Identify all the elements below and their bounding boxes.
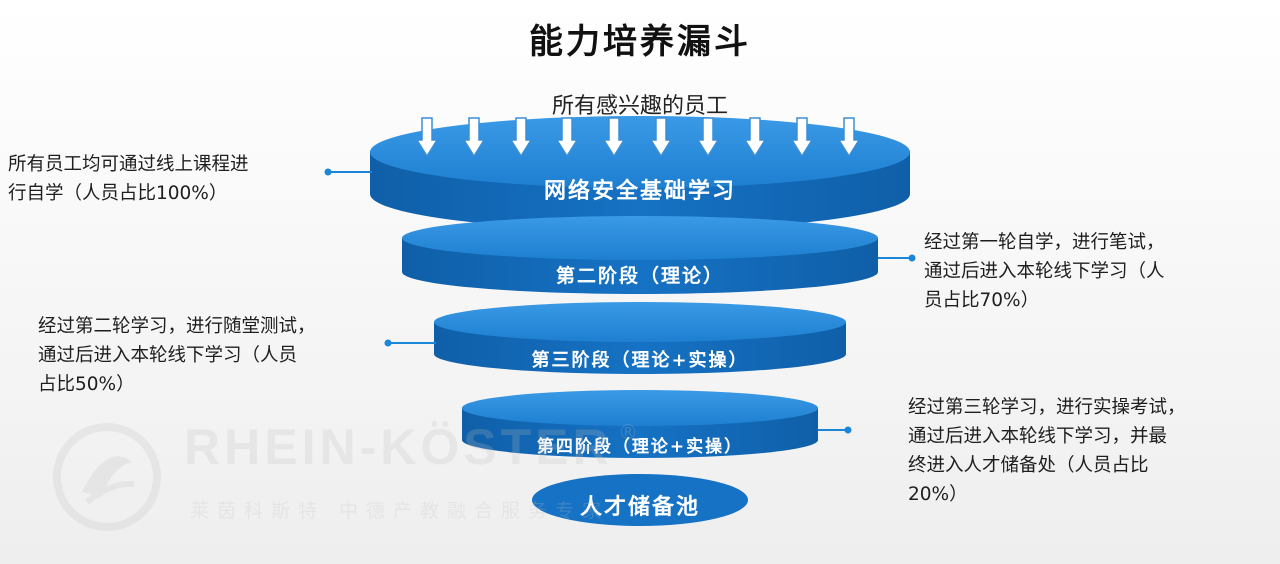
funnel-stage-4: 第四阶段（理论+实操） — [462, 390, 818, 458]
leader-dot — [908, 254, 916, 262]
stage-4-note: 经过第三轮学习，进行实操考试， 通过后进入本轮线下学习，并最 终进入人才储备处（… — [908, 393, 1186, 509]
note-line: 员占比70%） — [924, 290, 1040, 311]
funnel-stage-5: 人才储备池 — [532, 474, 748, 526]
stage-label: 人才储备池 — [580, 494, 700, 520]
leader-dot — [844, 426, 852, 434]
stage-label: 网络安全基础学习 — [544, 178, 736, 204]
stage-disc-top — [532, 474, 748, 526]
input-arrow-icon — [462, 117, 486, 158]
input-arrow-icon — [743, 117, 767, 158]
note-line: 通过后进入本轮线下学习（人员 — [38, 345, 298, 366]
note-line: 20%） — [908, 484, 968, 505]
input-arrow-icon — [555, 117, 579, 158]
diagram-title: 能力培养漏斗 — [529, 22, 751, 62]
leader-dot — [384, 339, 392, 347]
swirl-logo-icon — [53, 423, 161, 531]
funnel-stage-1: 网络安全基础学习 — [370, 116, 910, 230]
stage-disc-top — [402, 216, 878, 260]
note-line: 经过第三轮学习，进行实操考试， — [908, 397, 1186, 418]
note-line: 经过第一轮自学，进行笔试， — [924, 232, 1165, 253]
note-line: 占比50%） — [38, 374, 135, 395]
leader-dot — [324, 168, 332, 176]
funnel-stage-3: 第三阶段（理论+实操） — [434, 302, 846, 374]
input-arrow-icon — [790, 117, 814, 158]
stage-label: 第四阶段（理论+实操） — [537, 436, 743, 457]
stage-label: 第三阶段（理论+实操） — [531, 349, 748, 371]
stage-disc-top — [462, 390, 818, 426]
input-arrow-icon — [696, 117, 720, 158]
stage-1-note: 所有员工均可通过线上课程进 行自学（人员占比100%） — [8, 150, 249, 208]
note-line: 经过第二轮学习，进行随堂测试， — [38, 316, 316, 337]
watermark-brand: RHEIN-KÖSTER — [184, 419, 613, 475]
registered-mark: ® — [618, 420, 638, 444]
watermark-slogan: 莱茵科斯特 中德产教融合服务专家 — [190, 500, 610, 522]
note-line: 所有员工均可通过线上课程进 — [8, 154, 249, 175]
note-line: 终进入人才储备处（人员占比 — [908, 455, 1149, 476]
stage-disc-top — [370, 116, 910, 188]
input-arrow-icon — [837, 117, 861, 158]
input-arrow-icon — [509, 117, 533, 158]
stage-label: 第二阶段（理论） — [556, 264, 724, 287]
input-arrow-icon — [415, 117, 439, 158]
note-line: 通过后进入本轮线下学习（人 — [924, 261, 1165, 282]
stage-3-note: 经过第二轮学习，进行随堂测试， 通过后进入本轮线下学习（人员 占比50%） — [38, 312, 316, 399]
funnel-stage-2: 第二阶段（理论） — [402, 216, 878, 294]
input-arrow-icon — [602, 117, 626, 158]
stage-disc-top — [434, 302, 846, 342]
funnel-top-label: 所有感兴趣的员工 — [551, 94, 728, 119]
stage-2-note: 经过第一轮自学，进行笔试， 通过后进入本轮线下学习（人 员占比70%） — [924, 228, 1165, 315]
input-arrow-icon — [649, 117, 673, 158]
note-line: 通过后进入本轮线下学习，并最 — [908, 426, 1168, 447]
note-line: 行自学（人员占比100%） — [8, 183, 228, 204]
